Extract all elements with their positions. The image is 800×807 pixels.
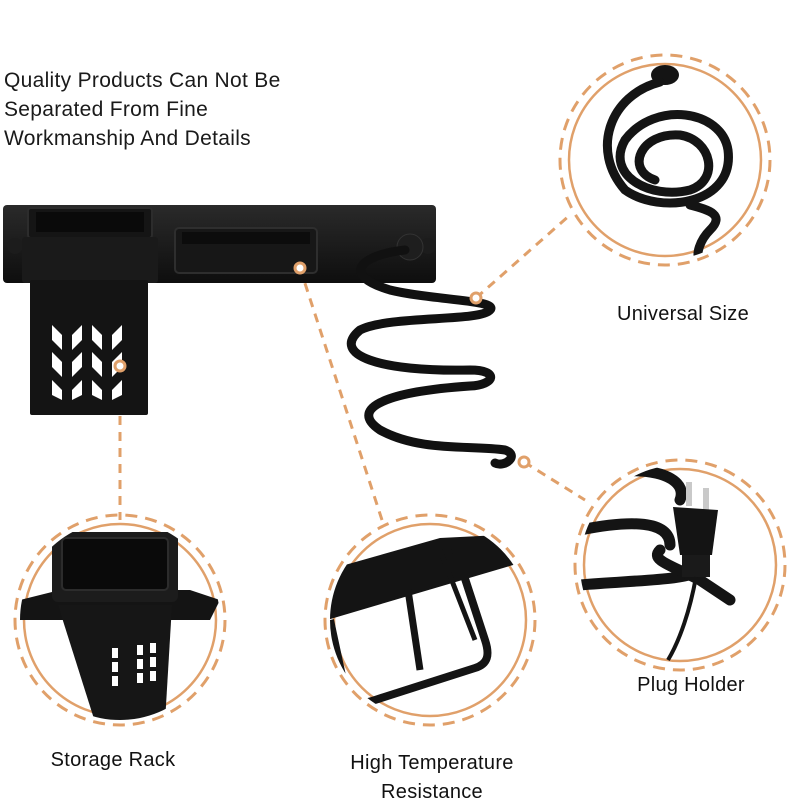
label-high-temperature-line-1: High Temperature <box>350 752 514 774</box>
headline: Quality Products Can Not Be Separated Fr… <box>4 66 281 153</box>
label-plug-holder: Plug Holder <box>637 674 745 696</box>
headline-line-1: Quality Products Can Not Be <box>4 69 281 92</box>
detail-circle-high-temperature <box>323 513 537 727</box>
label-high-temperature-line-2: Resistance <box>381 781 483 803</box>
hair-dryer-holder <box>3 205 516 469</box>
detail-circle-plug-holder <box>573 458 787 672</box>
label-storage-rack: Storage Rack <box>50 749 176 771</box>
detail-circle-universal-size <box>558 53 772 267</box>
headline-line-3: Workmanship And Details <box>4 127 251 150</box>
detail-circle-storage-rack <box>13 513 227 727</box>
label-universal-size: Universal Size <box>616 303 750 325</box>
callout-dots <box>113 261 531 469</box>
headline-line-2: Separated From Fine <box>4 98 209 121</box>
label-high-temperature: High Temperature Resistance <box>317 749 547 807</box>
leader-lines <box>118 213 586 521</box>
